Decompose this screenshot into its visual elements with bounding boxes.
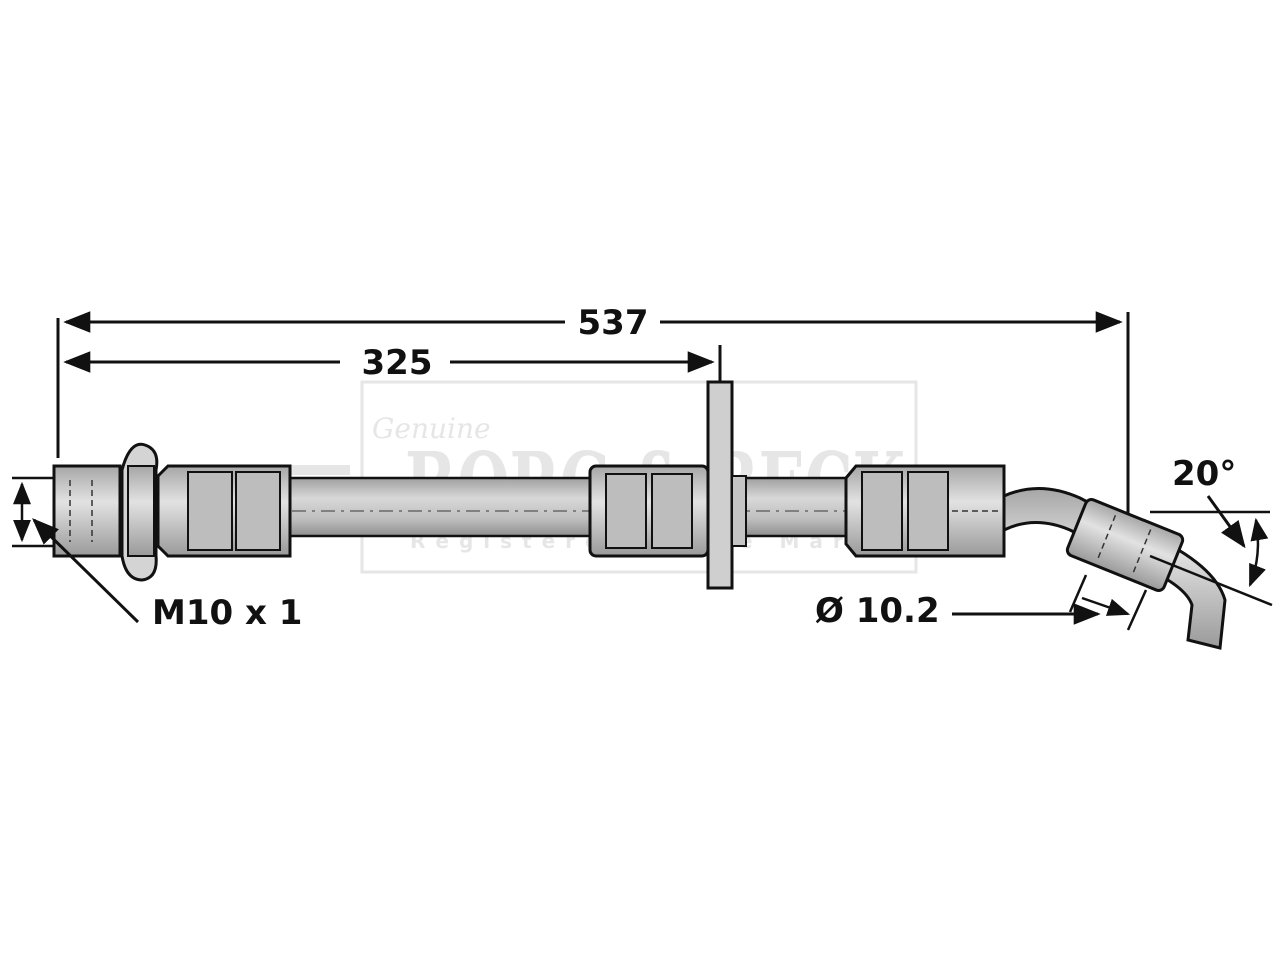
- angle-callout: 20°: [1149, 454, 1273, 607]
- dimension-537-label: 537: [578, 303, 649, 343]
- dimension-thread-height: [12, 476, 54, 548]
- left-ferrule-ring2: [235, 471, 281, 551]
- right-ferrule-ring1: [861, 471, 903, 551]
- watermark-script: Genuine: [372, 412, 491, 445]
- dimension-325-label: 325: [362, 343, 433, 383]
- diameter-label: Ø 10.2: [815, 591, 940, 631]
- angle-label: 20°: [1172, 454, 1236, 494]
- clip-band: [127, 465, 155, 557]
- middle-ferrule-ring2: [651, 473, 693, 549]
- thread-callout: M10 x 1: [32, 518, 302, 633]
- right-ferrule-ring2: [907, 471, 949, 551]
- bracket-collar: [731, 475, 747, 547]
- tube-nut-line2: [1132, 529, 1152, 575]
- dimension-bracket-position: 325: [63, 343, 715, 383]
- dimension-overall-length: 537: [63, 303, 1123, 343]
- angle-leader: [1206, 495, 1246, 549]
- diameter-ext-left: [1068, 574, 1088, 613]
- left-ferrule-ring1: [187, 471, 233, 551]
- thread-fitting: [52, 464, 122, 558]
- diameter-callout: Ø 10.2: [815, 574, 1148, 631]
- diameter-ext-right: [1126, 589, 1148, 631]
- angle-ref-slope: [1149, 554, 1273, 607]
- angle-arc: [1248, 517, 1269, 588]
- thread-leader: [32, 518, 140, 624]
- diameter-arrow: [1081, 596, 1131, 616]
- tube-nut-line1: [1096, 514, 1117, 561]
- middle-ferrule-ring1: [605, 473, 647, 549]
- hose-tube: [278, 476, 862, 538]
- mounting-bracket: [706, 380, 734, 590]
- thread-label: M10 x 1: [152, 593, 302, 633]
- brake-hose: [52, 380, 1227, 650]
